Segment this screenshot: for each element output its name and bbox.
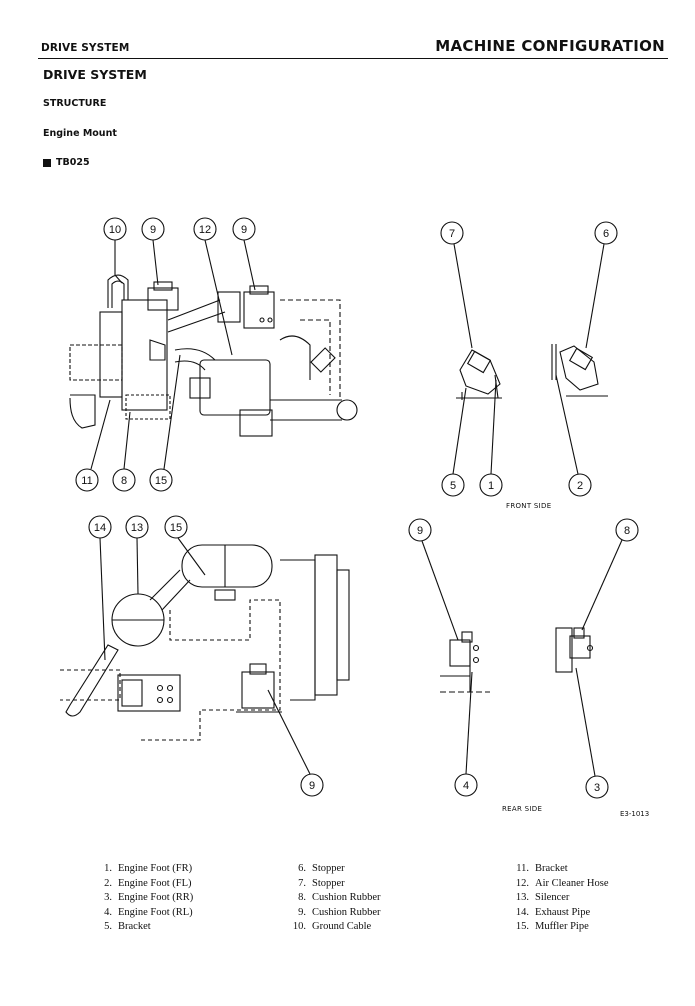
model-code: TB025 — [56, 157, 90, 168]
legend-item: 13.Silencer — [515, 892, 570, 903]
side-view-callout-numbers: 14 13 15 9 — [94, 522, 315, 792]
top-view-callout-numbers: 10 9 12 9 11 8 15 — [81, 224, 247, 487]
callout-number: 3 — [594, 782, 600, 794]
header-rule — [38, 58, 668, 59]
model-label: TB025 — [43, 157, 90, 168]
callout-number: 13 — [131, 522, 143, 534]
top-view-callouts — [75, 217, 256, 492]
legend-column-3: 11.Bracket 12.Air Cleaner Hose 13.Silenc… — [509, 862, 609, 935]
legend-item: 6.Stopper — [298, 863, 345, 874]
callout-number: 9 — [241, 224, 247, 236]
callout-number: 11 — [81, 475, 92, 487]
front-side-drawing — [456, 344, 608, 400]
callout-number: 14 — [94, 522, 106, 534]
rear-side-callout-numbers: 9 8 4 3 — [417, 525, 630, 794]
legend-item: 14.Exhaust Pipe — [515, 906, 591, 918]
callout-number: 4 — [463, 780, 469, 792]
callout-number: 8 — [624, 525, 630, 537]
side-view-callouts — [88, 515, 324, 797]
legend-item: 12.Air Cleaner Hose — [515, 877, 609, 889]
front-side-callouts — [440, 221, 618, 497]
callout-number: 7 — [449, 228, 455, 240]
running-header-chapter: MACHINE CONFIGURATION — [435, 37, 665, 55]
callout-number: 8 — [121, 475, 127, 487]
front-side-callout-numbers: 7 6 5 1 2 — [449, 228, 609, 492]
legend-item: 15.Muffler Pipe — [515, 921, 589, 932]
legend-item: 8.Cushion Rubber — [298, 892, 381, 903]
topic-heading: Engine Mount — [43, 128, 117, 139]
legend-item: 2.Engine Foot (FL) — [104, 877, 192, 889]
rear-side-caption: REAR SIDE — [502, 805, 543, 813]
legend-column-1: 1.Engine Foot (FR) 2.Engine Foot (FL) 3.… — [92, 862, 193, 935]
running-header-section: DRIVE SYSTEM — [41, 42, 130, 54]
callout-number: 6 — [603, 228, 609, 240]
callout-number: 10 — [109, 224, 121, 236]
legend-item: 9.Cushion Rubber — [298, 906, 381, 918]
side-view-drawing — [60, 544, 350, 741]
legend-item: 11.Bracket — [516, 863, 568, 874]
callout-number: 12 — [199, 224, 211, 236]
legend-column-2: 6.Stopper 7.Stopper 8.Cushion Rubber 9.C… — [286, 862, 381, 935]
page-title: DRIVE SYSTEM — [43, 67, 147, 82]
legend-item: 10.Ground Cable — [292, 921, 372, 932]
callout-number: 15 — [170, 522, 182, 534]
callout-number: 2 — [577, 480, 583, 492]
square-bullet-icon — [43, 158, 51, 167]
figure-number: E3-1013 — [620, 810, 650, 818]
rear-side-drawing — [440, 627, 594, 693]
callout-number: 1 — [488, 480, 494, 492]
callout-number: 15 — [155, 475, 167, 487]
front-side-caption: FRONT SIDE — [506, 502, 552, 510]
callout-number: 5 — [450, 480, 456, 492]
legend-item: 5.Bracket — [104, 921, 151, 932]
legend-item: 7.Stopper — [298, 877, 345, 889]
legend-item: 1.Engine Foot (FR) — [104, 863, 193, 874]
callout-number: 9 — [417, 525, 423, 537]
callout-number: 9 — [309, 780, 315, 792]
top-view-drawing — [69, 274, 358, 437]
legend-item: 4.Engine Foot (RL) — [104, 906, 193, 918]
callout-number: 9 — [150, 224, 156, 236]
subheading-structure: STRUCTURE — [43, 98, 107, 109]
legend-item: 3.Engine Foot (RR) — [104, 892, 194, 903]
rear-side-callouts — [408, 518, 639, 799]
